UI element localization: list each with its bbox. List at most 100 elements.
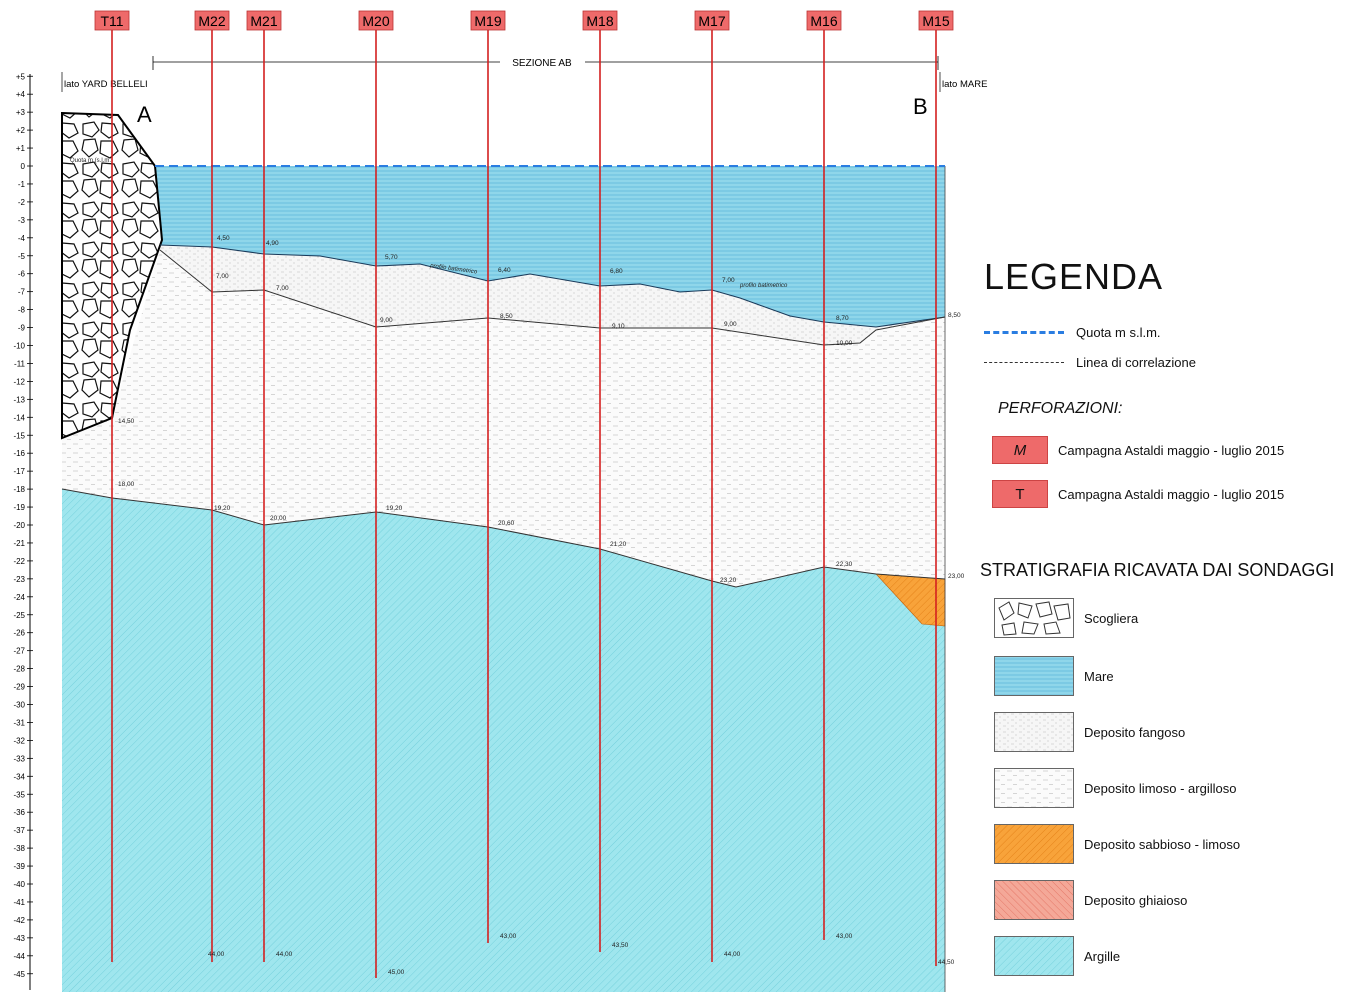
axis-tick-label: -8 [18,306,26,315]
borehole-id-m21: M21 [250,13,277,29]
axis-tick-label: -42 [13,916,25,925]
perf-code-m: M [992,436,1048,464]
argille-swatch [994,936,1074,976]
depth-label-mud-base: 9,10 [612,323,625,330]
sabbioso-swatch [994,824,1074,864]
borehole-tag-m16 [806,10,842,31]
depth-label-seabed: 4,50 [217,235,230,242]
depth-label-bottom: 45,00 [388,969,405,976]
legend-panel: LEGENDA Quota m s.l.m. Linea di correlaz… [970,250,1354,992]
axis-tick-label: -23 [13,575,25,584]
axis-tick-label: -27 [13,647,25,656]
axis-tick-label: -28 [13,665,25,674]
legend-row-fangoso: Deposito fangoso [994,712,1185,752]
legend-row-perf-m: M Campagna Astaldi maggio - luglio 2015 [992,436,1284,464]
profile-label-2: profilo batimetrico [739,283,788,289]
axis-tick-label: -15 [13,431,25,440]
point-a-label: A [137,102,152,127]
depth-label-seabed: 8,70 [836,315,849,322]
axis-tick-label: +5 [16,72,26,81]
axis-tick-label: -11 [14,359,26,368]
borehole-tag-m18 [582,10,618,31]
perf-code-t: T [992,480,1048,508]
axis-tick-label: -36 [13,808,25,817]
fangoso-swatch [994,712,1074,752]
legend-row-mare: Mare [994,656,1114,696]
borehole-id-m22: M22 [198,13,225,29]
perf-label-m: Campagna Astaldi maggio - luglio 2015 [1058,442,1285,458]
depth-label-mud-base: 9,00 [380,317,393,324]
axis-tick-label: -13 [13,395,25,404]
axis-tick-label: -29 [13,683,25,692]
perforazioni-title: PERFORAZIONI: [998,400,1123,417]
axis-tick-label: -37 [13,826,25,835]
borehole-tag-t11 [94,10,130,31]
axis-tick-label: -24 [13,593,25,602]
depth-label-clay-top: 21,20 [610,541,627,548]
axis-tick-label: -20 [13,521,25,530]
borehole-id-m19: M19 [474,13,501,29]
depth-label-seabed: 7,00 [722,277,735,284]
axis-tick-label: -17 [13,467,25,476]
clay-top-line [61,488,946,588]
borehole-tag-m21 [246,10,282,31]
depth-label-clay-top: 22,30 [836,561,853,568]
axis-tick-label: -22 [13,557,25,566]
borehole-tag-m17 [694,10,730,31]
legend-row-scogliera: Scogliera [994,598,1138,638]
depth-label-seabed: 6,40 [498,267,511,274]
axis-tick-label: -21 [13,539,25,548]
axis-tick-label: -4 [18,234,26,243]
legend-row-argille: Argille [994,936,1120,976]
depth-label-bottom: 43,00 [500,933,517,940]
depth-label-clay-top: 20,00 [270,515,287,522]
axis-tick-label: +2 [16,126,26,135]
legend-row-perf-t: T Campagna Astaldi maggio - luglio 2015 [992,480,1284,508]
axis-tick-label: -12 [13,377,25,386]
axis-tick-label: -40 [13,880,25,889]
section-label: SEZIONE AB [512,58,572,69]
elevation-axis: +5+4+3+2+10-1-2-3-4-5-6-7-8-9-10-11-12-1… [13,72,33,990]
axis-tick-label: -25 [13,611,25,620]
scogliera-swatch [994,598,1074,638]
right-side-label: lato MARE [942,79,987,90]
legend-title: LEGENDA [984,256,1164,297]
depth-label-mud-base: 8,50 [500,313,513,320]
axis-tick-label: -38 [13,844,25,853]
axis-tick-label: -14 [13,413,25,422]
depth-label-bottom: 44,00 [724,951,741,958]
borehole-tag-m22 [194,10,230,31]
axis-tick-label: +3 [16,108,26,117]
scogliera-label: Scogliera [1084,610,1139,626]
axis-tick-label: -31 [13,718,25,727]
axis-tick-label: -10 [13,342,25,351]
depth-label-seabed: 4,90 [266,240,279,247]
depth-label-seabed: 8,50 [948,312,961,319]
left-side-label: lato YARD BELLELI [64,79,148,90]
axis-tick-label: -35 [13,790,25,799]
axis-tick-label: -43 [13,934,25,943]
ghiaioso-swatch [994,880,1074,920]
depth-label-clay-top: 18,00 [118,481,135,488]
depth-label-bottom: 43,50 [612,942,629,949]
sea-level-swatch [984,330,1064,334]
depth-label-clay-top: 19,20 [214,505,231,512]
legend-row-limoso: Deposito limoso - argilloso [994,768,1236,808]
depth-label-seabed: 6,80 [610,268,623,275]
axis-tick-label: -33 [13,754,25,763]
limoso-label: Deposito limoso - argilloso [1084,780,1237,796]
fangoso-label: Deposito fangoso [1084,724,1186,740]
legend-row-correlation: Linea di correlazione [984,352,1196,372]
borehole-tag-m19 [470,10,506,31]
axis-tick-label: -6 [18,270,26,279]
correlation-legend-label: Linea di correlazione [1076,354,1196,370]
depth-label-mud-base: 7,00 [216,273,229,280]
depth-label-mud-base: 10,00 [836,340,853,347]
axis-tick-label: -16 [13,449,25,458]
argille-label: Argille [1084,948,1121,964]
axis-tick-label: -19 [13,503,25,512]
axis-tick-label: -3 [18,216,26,225]
axis-tick-label: -39 [13,862,25,871]
legend-row-sea-level: Quota m s.l.m. [984,322,1161,342]
depth-label-clay-top: 20,60 [498,520,515,527]
